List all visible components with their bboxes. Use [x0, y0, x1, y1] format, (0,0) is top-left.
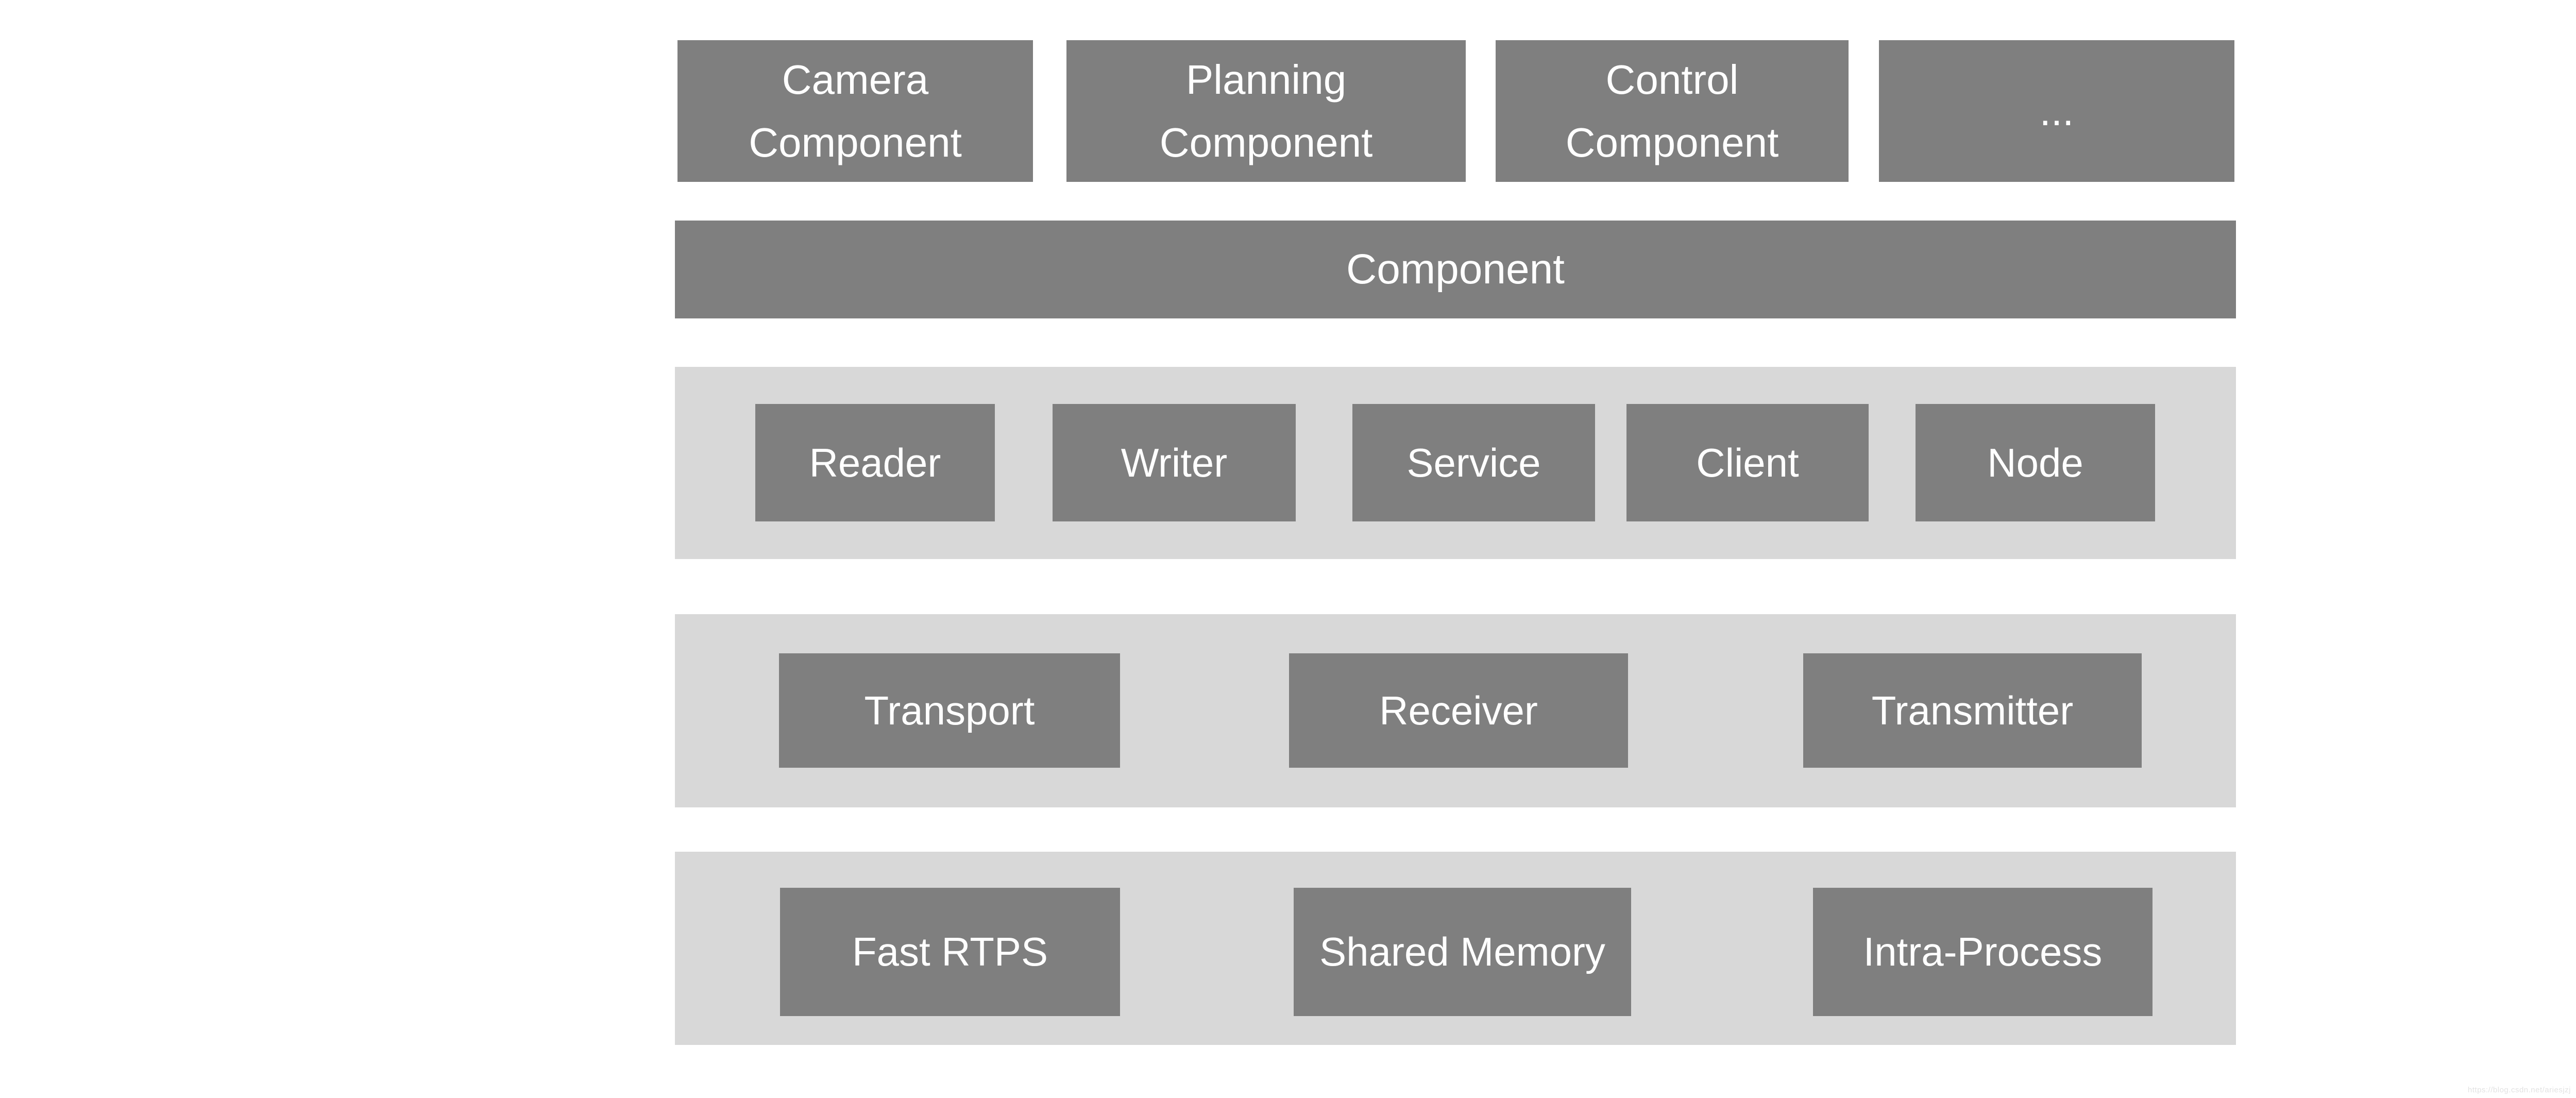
client-box: Client [1626, 404, 1869, 521]
control-component-box: Control Component [1496, 40, 1849, 182]
writer-box: Writer [1053, 404, 1296, 521]
transmitter-box: Transmitter [1803, 653, 2142, 768]
control-component-label: Control Component [1566, 48, 1779, 174]
shared-memory-box: Shared Memory [1294, 888, 1631, 1016]
camera-component-label: Camera Component [749, 48, 962, 174]
transport-band: Transport Receiver Transmitter [675, 614, 2236, 807]
camera-component-box: Camera Component [677, 40, 1033, 182]
component-line: Component [1565, 119, 1779, 165]
transport-box: Transport [779, 653, 1120, 768]
component-line: Component [1159, 119, 1373, 165]
planning-line: Planning [1185, 56, 1347, 103]
ellipsis-label: ... [2040, 80, 2074, 143]
planning-component-box: Planning Component [1066, 40, 1466, 182]
ellipsis-line: ... [2039, 88, 2074, 134]
receiver-box: Receiver [1289, 653, 1628, 768]
node-box: Node [1916, 404, 2155, 521]
ellipsis-box: ... [1879, 40, 2234, 182]
intra-process-box: Intra-Process [1813, 888, 2153, 1016]
fast-rtps-box: Fast RTPS [780, 888, 1120, 1016]
architecture-diagram: Camera Component Planning Component Cont… [675, 0, 2236, 1098]
planning-component-label: Planning Component [1160, 48, 1373, 174]
service-box: Service [1352, 404, 1595, 521]
watermark-url: https://blog.csdn.net/ariesjzj [2467, 1086, 2571, 1094]
transport-impl-band: Fast RTPS Shared Memory Intra-Process [675, 852, 2236, 1045]
component-line: Component [749, 119, 962, 165]
component-bar: Component [675, 221, 2236, 318]
camera-line: Camera [782, 56, 929, 103]
control-line: Control [1605, 56, 1739, 103]
node-api-band: Reader Writer Service Client Node [675, 367, 2236, 559]
reader-box: Reader [755, 404, 995, 521]
